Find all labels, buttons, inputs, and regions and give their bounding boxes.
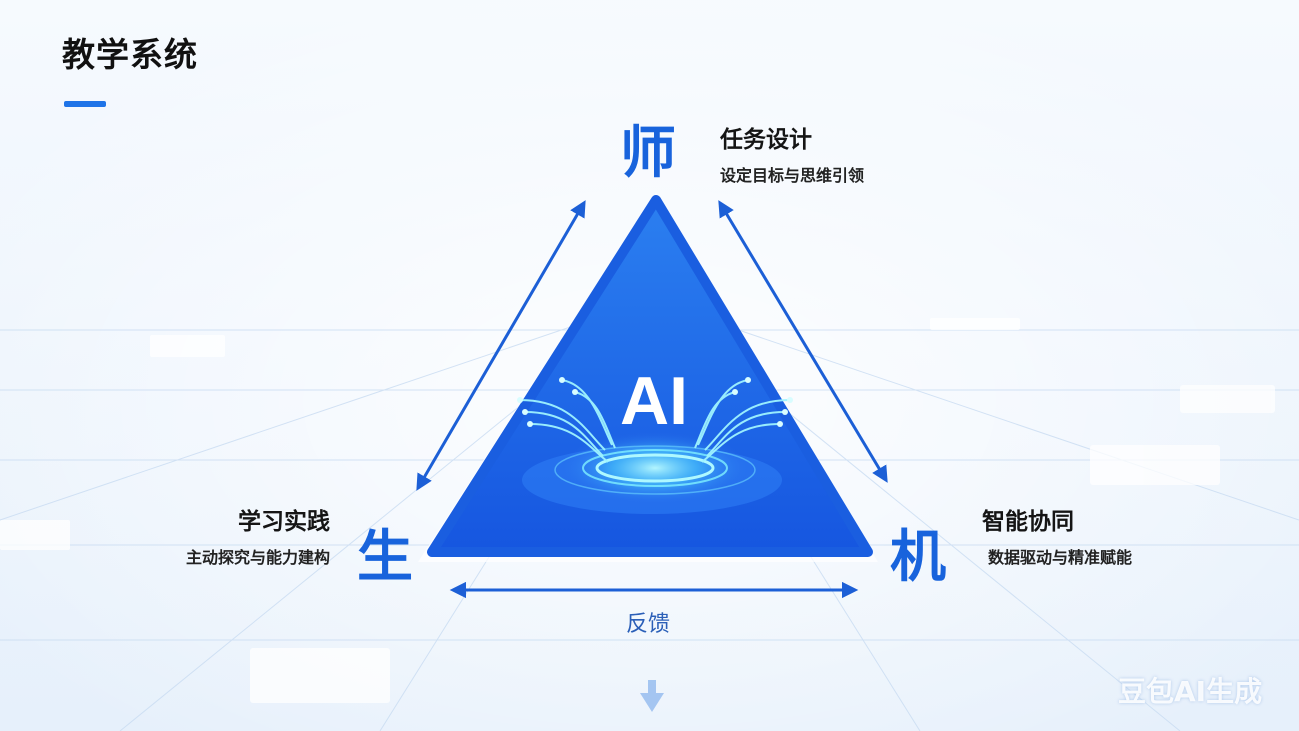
node-student: 生 xyxy=(357,525,413,590)
circuit-glow-icon xyxy=(517,377,793,514)
teacher-subtitle: 设定目标与思维引领 xyxy=(720,166,865,185)
machine-subtitle: 数据驱动与精准赋能 xyxy=(988,548,1133,567)
teacher-info: 任务设计 设定目标与思维引领 xyxy=(720,120,864,186)
teacher-heading: 任务设计 xyxy=(720,127,812,153)
node-machine: 机 xyxy=(890,525,946,590)
watermark: 豆包AI生成 xyxy=(1118,675,1263,708)
down-arrow-icon xyxy=(640,680,664,712)
student-info: 学习实践 主动探究与能力建构 xyxy=(148,502,330,568)
student-subtitle: 主动探究与能力建构 xyxy=(185,548,330,567)
double-arrow-icon xyxy=(718,200,888,483)
ai-center-label: AI xyxy=(620,363,688,439)
machine-info: 智能协同 数据驱动与精准赋能 xyxy=(982,502,1132,568)
double-arrow-icon xyxy=(416,200,586,491)
node-teacher: 师 xyxy=(620,121,676,186)
feedback-label: 反馈 xyxy=(626,612,671,637)
student-heading: 学习实践 xyxy=(238,509,330,535)
title-accent-bar xyxy=(64,101,106,107)
machine-heading: 智能协同 xyxy=(982,509,1074,535)
page-title: 教学系统 xyxy=(62,35,198,74)
